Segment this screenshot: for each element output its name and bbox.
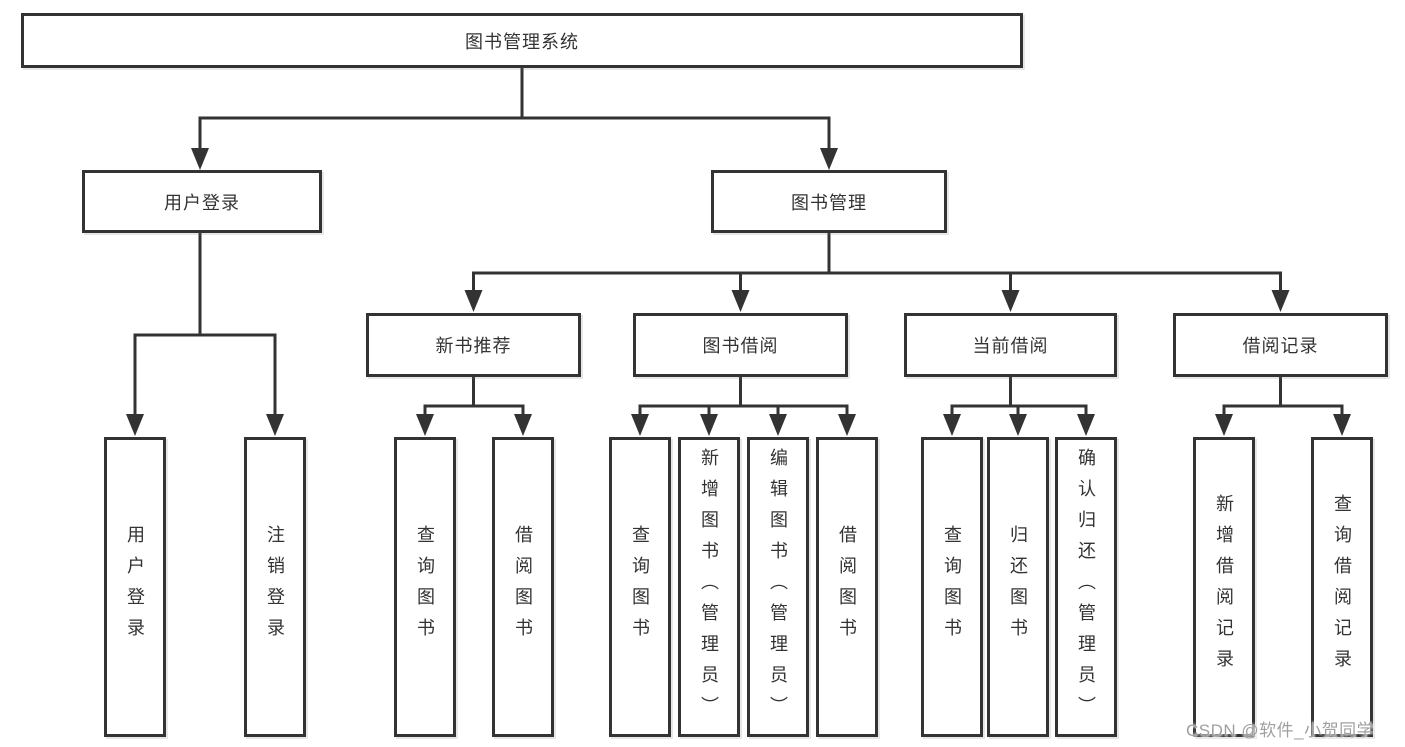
leaf-label: 查询图书 xyxy=(942,525,962,649)
node-leaf-query-books-borrowing: 查询图书 xyxy=(609,437,671,737)
leaf-label: 注销登录 xyxy=(265,525,285,649)
leaf-label: 编辑图书（管理员） xyxy=(768,447,788,727)
node-leaf-confirm-return-admin: 确认归还（管理员） xyxy=(1055,437,1117,737)
node-leaf-borrow-books-borrowing: 借阅图书 xyxy=(816,437,878,737)
node-leaf-borrow-books-recommend: 借阅图书 xyxy=(492,437,554,737)
node-book-borrowing: 图书借阅 xyxy=(633,313,848,377)
leaf-label: 归还图书 xyxy=(1008,525,1028,649)
node-current-borrowing: 当前借阅 xyxy=(904,313,1117,377)
node-book-management: 图书管理 xyxy=(711,170,947,233)
node-leaf-add-borrow-record: 新增借阅记录 xyxy=(1193,437,1255,737)
leaf-label: 确认归还（管理员） xyxy=(1076,447,1096,727)
watermark: CSDN @软件_小贺同学 xyxy=(1186,721,1375,740)
node-borrow-records: 借阅记录 xyxy=(1173,313,1388,377)
node-root: 图书管理系统 xyxy=(21,13,1023,68)
node-leaf-logout: 注销登录 xyxy=(244,437,306,737)
node-leaf-query-books-current: 查询图书 xyxy=(921,437,983,737)
node-user-login: 用户登录 xyxy=(82,170,322,233)
node-leaf-query-books-recommend: 查询图书 xyxy=(394,437,456,737)
node-leaf-user-login: 用户登录 xyxy=(104,437,166,737)
leaf-label: 借阅图书 xyxy=(513,525,533,649)
leaf-label: 借阅图书 xyxy=(837,525,857,649)
leaf-label: 查询借阅记录 xyxy=(1332,494,1352,680)
leaf-label: 查询图书 xyxy=(630,525,650,649)
node-leaf-return-book: 归还图书 xyxy=(987,437,1049,737)
node-leaf-query-borrow-record: 查询借阅记录 xyxy=(1311,437,1373,737)
leaf-label: 用户登录 xyxy=(125,525,145,649)
leaf-label: 查询图书 xyxy=(415,525,435,649)
leaf-label: 新增借阅记录 xyxy=(1214,494,1234,680)
node-leaf-add-book-admin: 新增图书（管理员） xyxy=(678,437,740,737)
leaf-label: 新增图书（管理员） xyxy=(699,447,719,727)
node-new-book-recommend: 新书推荐 xyxy=(366,313,581,377)
node-leaf-edit-book-admin: 编辑图书（管理员） xyxy=(747,437,809,737)
